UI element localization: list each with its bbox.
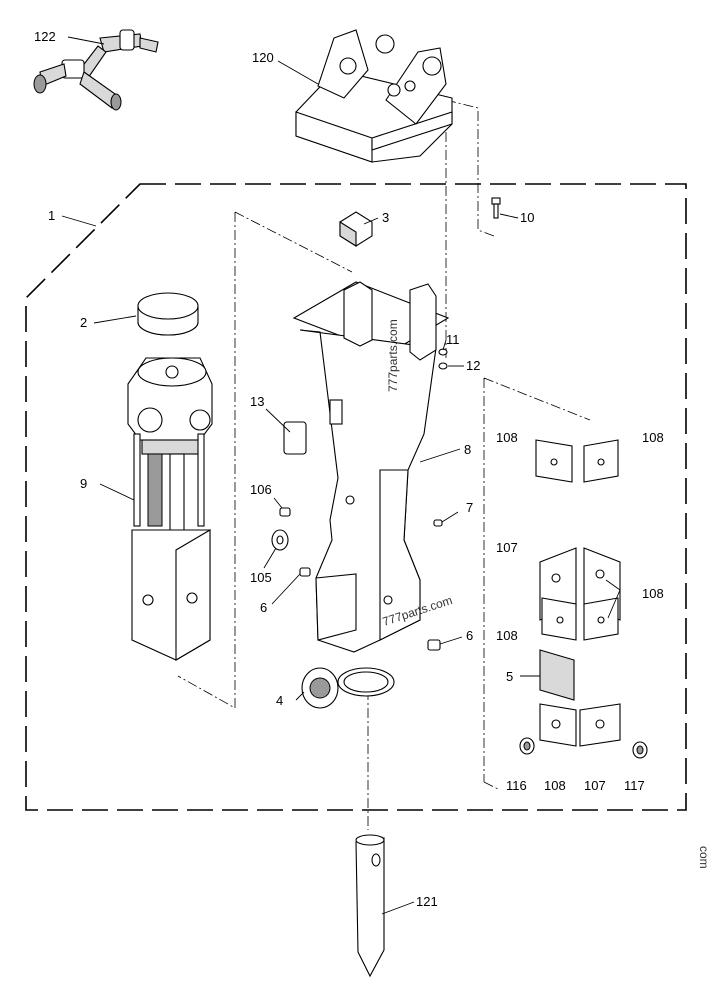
callout-12: 12 <box>466 358 480 373</box>
plate-group-outline <box>483 377 591 791</box>
callout-10: 10 <box>520 210 534 225</box>
hose-fitting-assembly <box>33 29 159 111</box>
callout-3: 3 <box>382 210 389 225</box>
housing-group-outline <box>177 211 353 709</box>
callout-5: 5 <box>506 669 513 684</box>
callout-105: 105 <box>250 570 272 585</box>
callout-108-top-left: 108 <box>496 430 518 445</box>
callout-121: 121 <box>416 894 438 909</box>
wear-plate-108-mid-right <box>583 597 619 641</box>
plug-106 <box>279 507 291 517</box>
nut-117 <box>632 741 648 759</box>
callout-106: 106 <box>250 482 272 497</box>
callout-1: 1 <box>48 208 55 223</box>
chisel-121 <box>355 834 385 978</box>
wear-plate-108-lower <box>539 703 577 747</box>
wear-plate-108-left <box>535 439 573 483</box>
o-ring <box>337 667 395 697</box>
breaker-housing-8 <box>292 281 450 653</box>
callout-108-mid-left: 108 <box>496 628 518 643</box>
mounting-bracket <box>295 29 453 163</box>
callout-117: 117 <box>624 778 645 793</box>
callout-8: 8 <box>464 442 471 457</box>
plug-7 <box>433 519 443 527</box>
wear-plate-108-right <box>583 439 619 483</box>
watermark-edge: com <box>697 846 711 869</box>
top-cap-2 <box>137 292 199 336</box>
callout-4: 4 <box>276 693 283 708</box>
plate-5 <box>539 649 575 701</box>
callout-6-right: 6 <box>466 628 473 643</box>
wear-plate-108-mid-left <box>541 597 577 641</box>
callout-107-upper: 107 <box>496 540 518 555</box>
callout-122: 122 <box>34 29 56 44</box>
callout-116: 116 <box>506 778 527 793</box>
center-axis-line <box>367 96 447 830</box>
callout-6-left: 6 <box>260 600 267 615</box>
watermark-vertical: 777parts.com <box>386 319 400 392</box>
callout-108-top-right: 108 <box>642 430 664 445</box>
leader-lines <box>61 36 621 915</box>
bracket-dashed-link <box>445 99 495 237</box>
callout-108-mid-right: 108 <box>642 586 664 601</box>
callout-108-bottom: 108 <box>544 778 566 793</box>
callout-7: 7 <box>466 500 473 515</box>
cylinder-assembly-9 <box>127 357 213 661</box>
callout-labels: 122 120 1 3 10 2 11 12 13 108 108 8 9 10… <box>34 29 664 909</box>
callout-9: 9 <box>80 476 87 491</box>
assembly-boundary <box>25 183 687 811</box>
plug-6-right <box>427 639 441 651</box>
bolt-10 <box>491 197 501 219</box>
plug-6-left <box>299 567 311 577</box>
callout-13: 13 <box>250 394 264 409</box>
filter-4 <box>301 667 339 709</box>
callout-107-bottom: 107 <box>584 778 606 793</box>
callout-2: 2 <box>80 315 87 330</box>
rubber-block-3 <box>339 211 373 247</box>
nut-12 <box>438 362 448 370</box>
sight-glass-13 <box>283 421 307 455</box>
seal-ring-105 <box>271 529 289 551</box>
nut-116 <box>519 737 535 755</box>
side-plate-107-lower <box>579 703 621 747</box>
callout-11: 11 <box>446 332 460 347</box>
callout-120: 120 <box>252 50 274 65</box>
